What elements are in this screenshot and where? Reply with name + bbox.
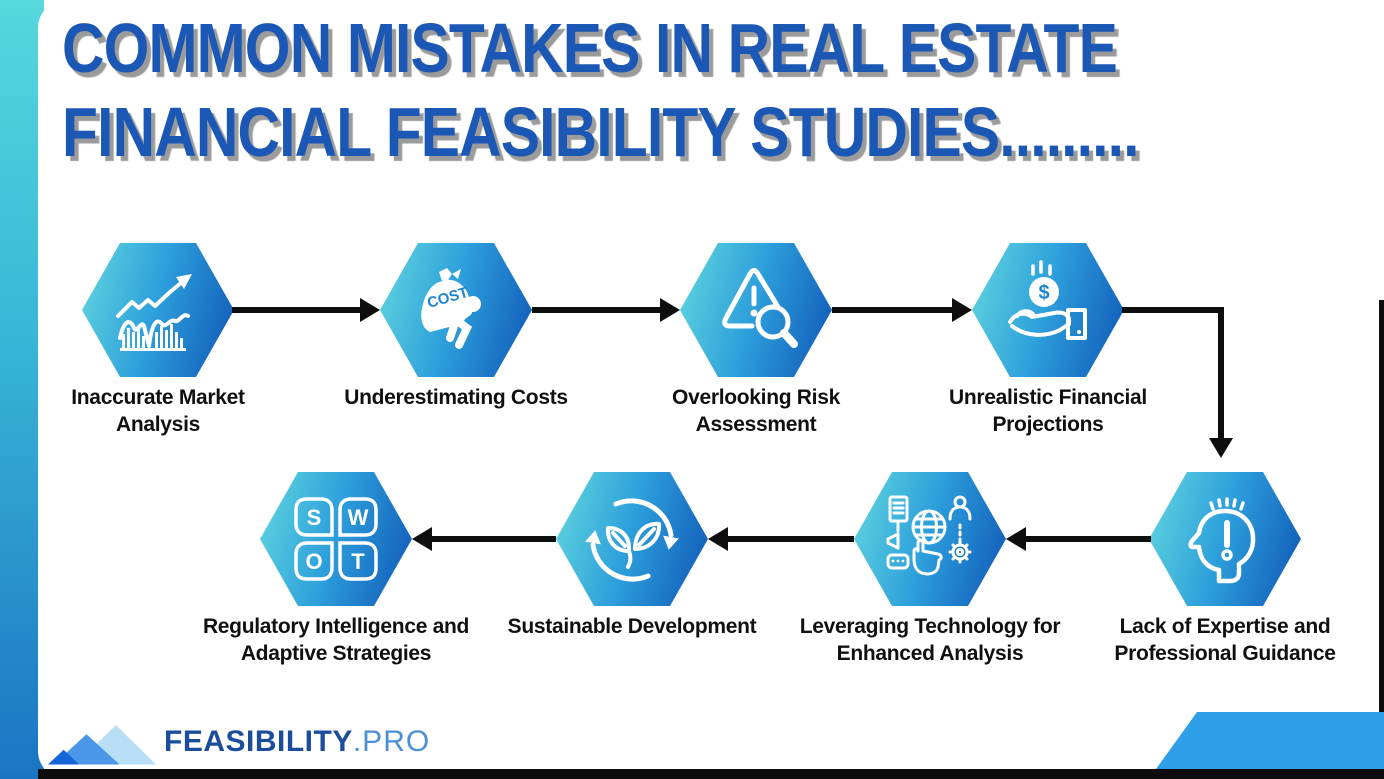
flow-arrow-1-head-icon (360, 298, 380, 322)
flow-elbow-horizontal-line (1122, 307, 1224, 313)
flow-arrow-3-line (832, 307, 954, 313)
flow-arrow-7-head-icon (412, 527, 432, 551)
content-panel (38, 0, 1384, 779)
bottom-black-bar (38, 769, 1384, 779)
step-hexagon-2: COST (380, 243, 532, 377)
step-hexagon-1 (82, 243, 234, 377)
step-hexagon-5 (1149, 472, 1301, 606)
head-exclamation-icon (1188, 497, 1256, 584)
right-edge-black-strip (1379, 300, 1384, 770)
warning-magnifier-icon (722, 268, 798, 348)
flow-arrow-5-head-icon (1006, 527, 1026, 551)
step-label-6: Leveraging Technology for Enhanced Analy… (799, 615, 1061, 665)
logo-text: FEASIBILITY.PRO (164, 716, 430, 768)
market-trend-chart-icon (116, 274, 192, 351)
swot-letter-o: O (305, 549, 322, 574)
step-label-3: Overlooking Risk Assessment (672, 386, 840, 436)
swot-letter-s: S (307, 505, 322, 530)
swot-letter-t: T (351, 549, 365, 574)
flow-elbow-vertical-line (1218, 307, 1224, 440)
logo-suffix: .PRO (352, 725, 431, 758)
flow-arrow-6-head-icon (708, 527, 728, 551)
leaf-cycle-icon (585, 498, 679, 582)
page-title: COMMON MISTAKES IN REAL ESTATE FINANCIAL… (62, 6, 1344, 174)
step-label-2: Underestimating Costs (344, 386, 568, 409)
feasibility-pro-logo: FEASIBILITY.PRO (48, 716, 430, 768)
flow-arrow-6-line (728, 536, 854, 542)
flow-arrow-7-line (432, 536, 556, 542)
step-label-8: Regulatory Intelligence and Adaptive Str… (202, 615, 470, 665)
swot-matrix-icon: S W O T (294, 497, 378, 581)
page-title-line2: FINANCIAL FEASIBILITY STUDIES......... (62, 93, 1140, 171)
mountain-logo-icon (48, 725, 157, 765)
page-title-line1: COMMON MISTAKES IN REAL ESTATE (62, 9, 1118, 87)
flow-arrow-2-line (532, 307, 662, 313)
step-label-4: Unrealistic Financial Projections (949, 386, 1147, 436)
flow-arrow-5-line (1026, 536, 1151, 542)
dollar-badge-text: $ (1038, 282, 1049, 304)
hand-dollar-coin-icon: $ (1008, 260, 1087, 340)
step-label-7: Sustainable Development (507, 615, 757, 638)
flow-arrow-2-head-icon (660, 298, 680, 322)
logo-name: FEASIBILITY (164, 725, 353, 758)
flow-arrow-3-head-icon (952, 298, 972, 322)
technology-tools-icon (886, 495, 972, 576)
step-label-5: Lack of Expertise and Professional Guida… (1114, 615, 1336, 665)
flow-elbow-head-icon (1209, 438, 1233, 458)
flow-arrow-1-line (232, 307, 362, 313)
step-label-1: Inaccurate Market Analysis (71, 386, 245, 436)
cost-bag-carrier-icon: COST (421, 268, 481, 349)
bottom-right-accent-parallelogram (1156, 712, 1384, 769)
swot-letter-w: W (348, 505, 369, 530)
left-gradient-bar (0, 0, 44, 779)
